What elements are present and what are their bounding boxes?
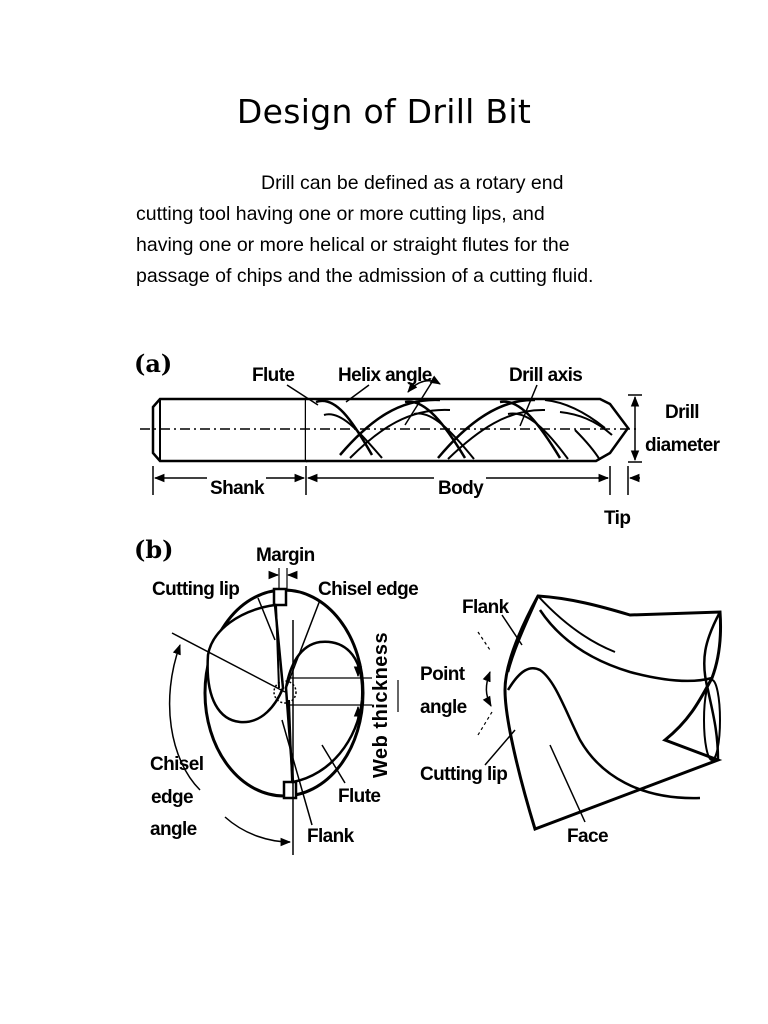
figure-a: (a) <box>134 349 721 529</box>
tip-label: Tip <box>604 508 630 529</box>
point-label: Point <box>420 664 466 685</box>
chisel-label: Chisel <box>150 754 203 775</box>
drill-axis-leader <box>519 384 538 427</box>
drill-body <box>306 397 630 463</box>
paragraph-line: having one or more helical or straight f… <box>136 234 570 256</box>
paragraph-line: Drill can be defined as a rotary end <box>261 172 564 194</box>
flank-label: Flank <box>307 826 355 847</box>
edge-label: edge <box>151 787 193 808</box>
flank-label-right: Flank <box>462 597 510 618</box>
page-title: Design of Drill Bit <box>236 92 532 131</box>
figure-b-label: (b) <box>134 535 174 564</box>
web-thickness-label: Web thickness <box>370 632 392 778</box>
drill-axis-label: Drill axis <box>509 365 582 386</box>
flute-label: Flute <box>252 365 294 386</box>
cutting-lip-label: Cutting lip <box>152 579 239 600</box>
figure-b-drill-point: Flank Point angle Cutting lip Face <box>420 594 723 847</box>
point-angle-label: angle <box>420 697 467 718</box>
cutting-lip-label-right: Cutting lip <box>420 764 507 785</box>
shank-label: Shank <box>210 478 265 499</box>
definition-paragraph: Drill can be defined as a rotary end cut… <box>136 168 696 292</box>
flute-leader <box>286 384 319 406</box>
paragraph-line: passage of chips and the admission of a … <box>136 265 594 287</box>
face-label: Face <box>567 826 608 847</box>
figure-b-cross-section: (b) Margin <box>134 535 419 855</box>
drill-label: Drill <box>665 402 699 423</box>
chisel-edge-label: Chisel edge <box>318 579 418 600</box>
angle-label: angle <box>150 819 197 840</box>
drill-shank <box>151 397 308 463</box>
flute-label-b: Flute <box>338 786 380 807</box>
diameter-label: diameter <box>645 435 721 456</box>
body-label: Body <box>438 478 484 499</box>
paragraph-line: cutting tool having one or more cutting … <box>136 203 545 225</box>
helix-angle-arc <box>407 375 441 393</box>
margin-label: Margin <box>256 545 315 566</box>
helix-angle-line <box>404 381 433 426</box>
helix-angle-label: Helix angle <box>338 365 432 386</box>
helix-leader <box>345 384 370 403</box>
figure-a-label: (a) <box>134 349 172 378</box>
